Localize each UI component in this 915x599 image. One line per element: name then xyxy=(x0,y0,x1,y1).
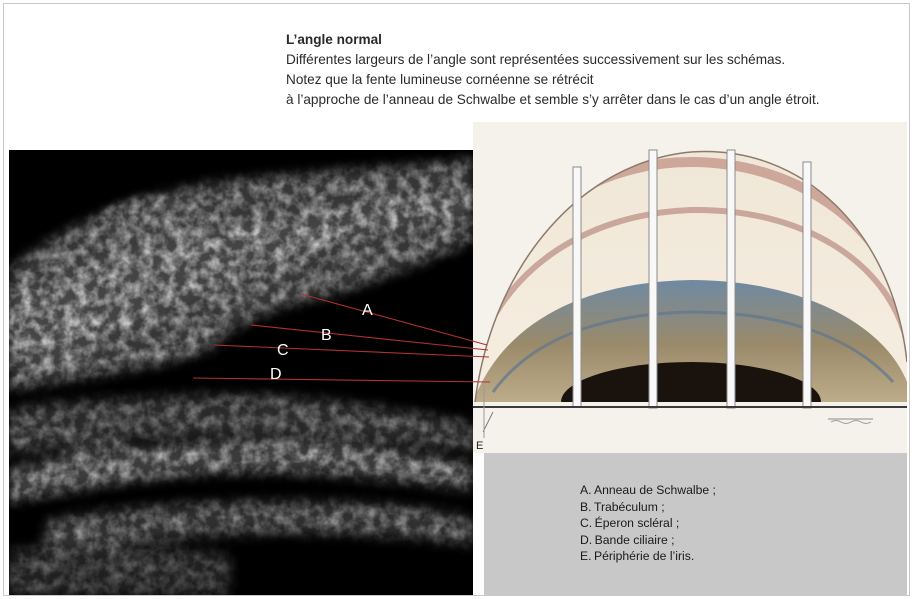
legend-item-a: A. Anneau de Schwalbe ; xyxy=(580,482,716,499)
legend-item-c: C. Éperon scléral ; xyxy=(580,515,716,532)
gonioscopy-photo xyxy=(9,150,473,595)
legend-item-b: B. Trabéculum ; xyxy=(580,499,716,516)
legend-list: A. Anneau de Schwalbe ; B. Trabéculum ; … xyxy=(580,482,716,565)
caption-line-3: à l’approche de l’anneau de Schwalbe et … xyxy=(286,90,906,110)
angle-drawing-image xyxy=(473,122,907,453)
legend-item-e: E. Périphérie de l’iris. xyxy=(580,548,716,565)
caption-line-1: Différentes largeurs de l’angle sont rep… xyxy=(286,50,906,70)
legend-box: A. Anneau de Schwalbe ; B. Trabéculum ; … xyxy=(484,453,907,595)
legend-item-d: D. Bande ciliaire ; xyxy=(580,532,716,549)
angle-drawing xyxy=(473,122,907,453)
figure-caption: L’angle normal Différentes largeurs de l… xyxy=(286,30,906,110)
caption-title: L’angle normal xyxy=(286,30,906,50)
caption-line-2: Notez que la fente lumineuse cornéenne s… xyxy=(286,70,906,90)
gonioscopy-photo-image xyxy=(9,150,473,595)
